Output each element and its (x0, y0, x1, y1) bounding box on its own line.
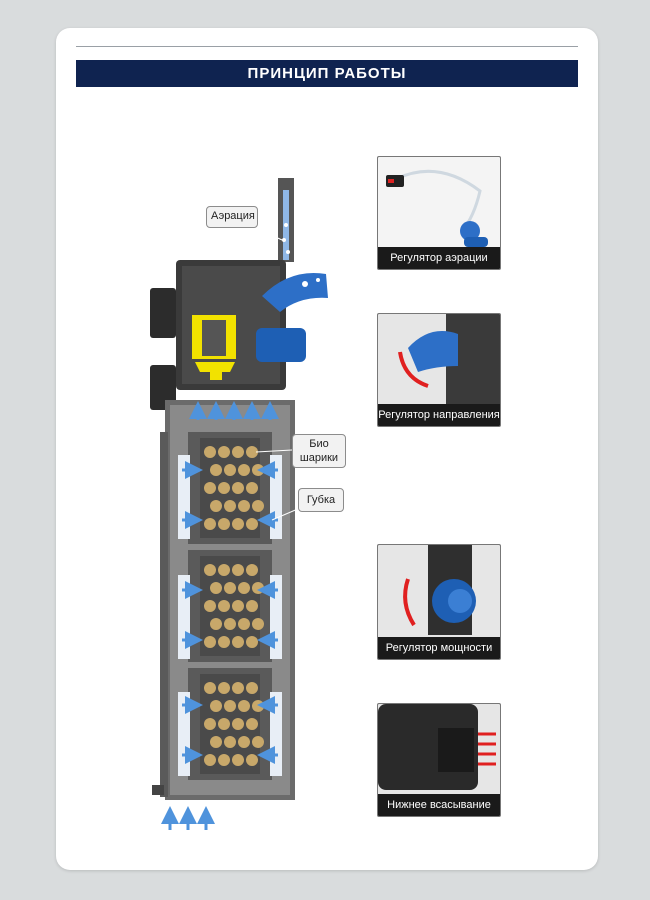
bio-ball (232, 482, 244, 494)
feature-caption: Нижнее всасывание (378, 794, 500, 816)
bio-ball (210, 582, 222, 594)
bio-ball (218, 564, 230, 576)
label-aeration: Аэрация (206, 206, 258, 228)
feature-caption: Регулятор мощности (378, 637, 500, 659)
bio-ball (210, 464, 222, 476)
bio-ball (204, 718, 216, 730)
bio-ball (232, 754, 244, 766)
bio-ball (246, 518, 258, 530)
bio-ball (224, 618, 236, 630)
bio-ball (210, 500, 222, 512)
bio-ball (218, 482, 230, 494)
bio-ball (204, 682, 216, 694)
bio-ball (252, 582, 264, 594)
bio-ball (210, 700, 222, 712)
flow-arrows (161, 401, 279, 830)
bio-ball (246, 754, 258, 766)
bio-ball (218, 446, 230, 458)
bio-ball (218, 718, 230, 730)
bio-ball (232, 564, 244, 576)
bio-ball (210, 618, 222, 630)
bio-ball (238, 736, 250, 748)
bio-ball (204, 446, 216, 458)
bio-ball (246, 446, 258, 458)
bio-ball (218, 636, 230, 648)
bio-ball (238, 464, 250, 476)
bio-ball (246, 482, 258, 494)
aeration-tube (278, 178, 294, 262)
bio-ball (246, 718, 258, 730)
bio-ball (252, 618, 264, 630)
bio-ball (232, 446, 244, 458)
page-title: ПРИНЦИП РАБОТЫ (76, 60, 578, 87)
feature-caption: Регулятор направления (378, 404, 500, 426)
bio-ball (204, 518, 216, 530)
feature-power-regulator: Регулятор мощности (377, 544, 501, 660)
bio-ball (224, 464, 236, 476)
feature-aeration-regulator: Регулятор аэрации (377, 156, 501, 270)
outlet-nozzle (256, 272, 344, 362)
bio-ball (238, 500, 250, 512)
bio-ball (238, 582, 250, 594)
label-sponge: Губка (298, 488, 344, 512)
bio-ball (224, 582, 236, 594)
bio-ball (252, 736, 264, 748)
bio-ball (232, 636, 244, 648)
bio-ball (238, 700, 250, 712)
bio-ball (204, 600, 216, 612)
bio-ball (210, 736, 222, 748)
bio-ball (204, 754, 216, 766)
bio-ball (246, 682, 258, 694)
bio-ball (204, 636, 216, 648)
bio-ball (246, 564, 258, 576)
bio-ball (232, 518, 244, 530)
bio-ball (252, 700, 264, 712)
bio-ball (246, 600, 258, 612)
feature-direction-regulator: Регулятор направления (377, 313, 501, 427)
bio-ball (252, 464, 264, 476)
bio-ball (246, 636, 258, 648)
bio-ball (218, 754, 230, 766)
bio-ball (224, 736, 236, 748)
divider (76, 46, 578, 47)
bio-ball (218, 600, 230, 612)
feature-bottom-intake: Нижнее всасывание (377, 703, 501, 817)
bio-ball (232, 600, 244, 612)
bio-ball (252, 500, 264, 512)
bio-ball (204, 482, 216, 494)
bio-ball (224, 700, 236, 712)
bio-ball (218, 518, 230, 530)
bio-ball (218, 682, 230, 694)
label-bio-balls: Био шарики (292, 434, 346, 468)
bio-ball (238, 618, 250, 630)
bio-ball (232, 682, 244, 694)
bio-ball (224, 500, 236, 512)
callout-leaders (255, 227, 301, 521)
feature-caption: Регулятор аэрации (378, 247, 500, 269)
bio-ball (232, 718, 244, 730)
bio-ball (204, 564, 216, 576)
